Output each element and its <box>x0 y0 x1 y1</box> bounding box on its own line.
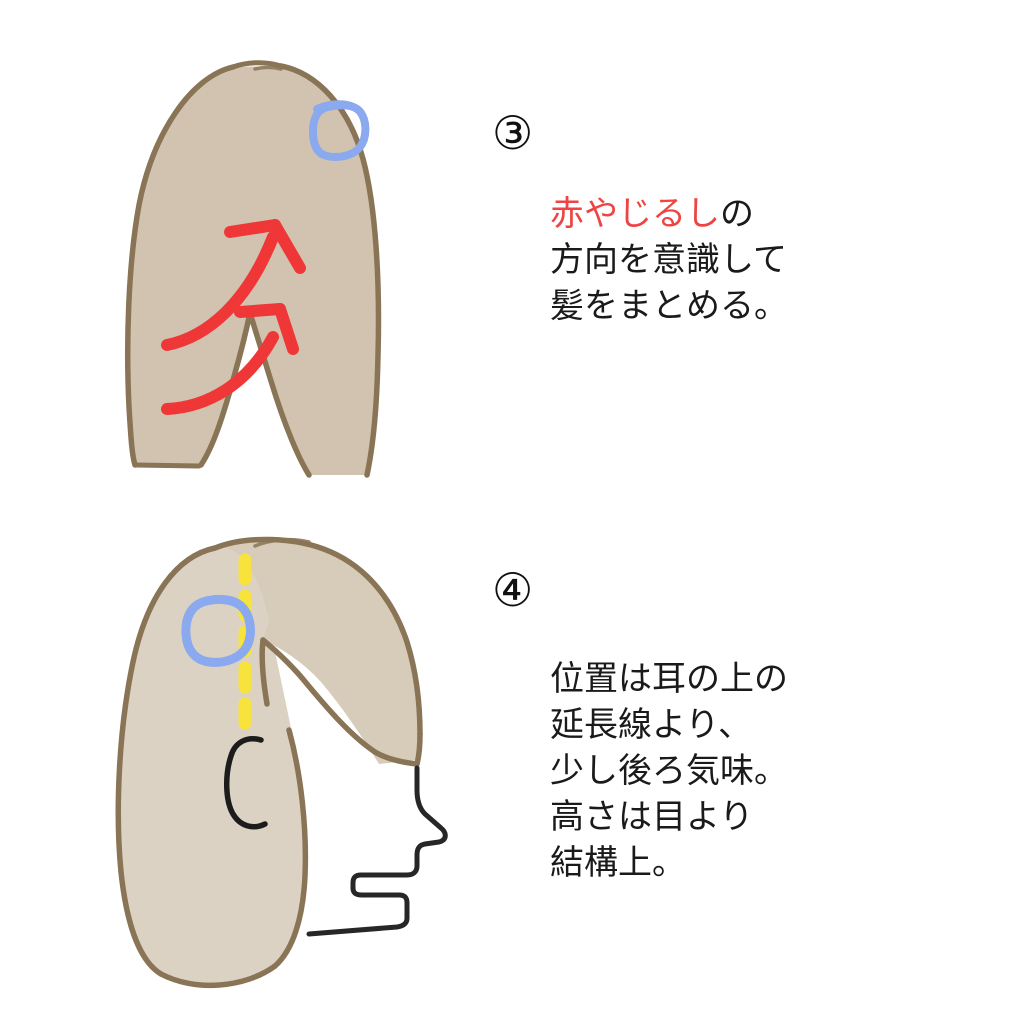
blue-position-marker-icon <box>309 101 370 161</box>
hair-outline-left-lobe-inner <box>198 310 253 468</box>
hair-outline-crown-part-tick <box>253 537 311 548</box>
panel-3-body-text: 赤やじるしの 方向を意識して 髪をまとめる。 <box>550 192 932 330</box>
hair-outline-right-lobe-inner <box>247 310 312 478</box>
hair-shape-bangs <box>263 550 417 764</box>
ear-outline <box>224 736 268 830</box>
crown-part-tick <box>253 65 283 71</box>
panel-4-body-text: 位置は耳の上の 延長線より、 少し後ろ気味。 高さは目より 結構上。 <box>550 657 932 886</box>
panel-3-line1-rest: の <box>720 194 754 234</box>
hair-outline-left-bottom <box>132 462 202 469</box>
back-of-head-illustration <box>95 55 435 505</box>
panel-3-line2: 方向を意識して <box>550 239 787 280</box>
panel-3-red-phrase: 赤やじるし <box>550 194 720 234</box>
hair-outline-bottom-hem <box>158 963 278 989</box>
red-arrow-lower-head-right <box>274 303 299 355</box>
hair-outline-crown <box>230 60 284 70</box>
hair-outline-bang-notch <box>259 637 270 707</box>
red-arrow-upper-head-left <box>224 219 281 238</box>
hair-outline-inner-fall <box>272 727 309 969</box>
blue-marker-overlap-stroke <box>313 100 355 113</box>
back-head-svg <box>124 60 382 478</box>
blue-position-marker-icon <box>181 594 255 667</box>
panel-4-line1: 位置は耳の上の <box>550 659 788 699</box>
red-arrow-lower-shaft <box>161 331 279 415</box>
step-number-4: ④ <box>492 563 534 617</box>
step-number-3: ③ <box>492 106 534 160</box>
side-profile-illustration <box>95 522 495 1022</box>
panel-4-line2: 延長線より、 <box>550 704 752 745</box>
panel-3-line3: 髪をまとめる。 <box>550 285 788 326</box>
panel-step-4: ④ 位置は耳の上の 延長線より、 少し後ろ気味。 高さは目より 結構上。 <box>0 512 1024 1024</box>
hair-outline-crown-top <box>212 536 423 737</box>
side-profile-svg <box>115 536 448 989</box>
panel-4-line4: 高さは目より <box>550 796 754 837</box>
face-profile-outline <box>306 765 448 937</box>
red-arrow-lower-head-left <box>234 303 286 318</box>
panel-4-line5: 結構上。 <box>550 842 686 883</box>
panel-4-text-column: ④ 位置は耳の上の 延長線より、 少し後ろ気味。 高さは目より 結構上。 <box>492 567 932 886</box>
hair-outline-bang-front-edge <box>414 731 423 767</box>
red-arrow-upper-head-right <box>269 219 306 274</box>
hair-outline-back-long <box>115 545 218 977</box>
hair-outline-right <box>278 63 382 478</box>
hair-outline-back <box>124 64 236 468</box>
panel-3-text-column: ③ 赤やじるしの 方向を意識して 髪をまとめる。 <box>492 110 932 330</box>
red-arrow-upper-shaft <box>161 231 279 351</box>
panel-4-line3: 少し後ろ気味。 <box>550 750 788 791</box>
panel-step-3: ③ 赤やじるしの 方向を意識して 髪をまとめる。 <box>95 55 932 505</box>
hair-shape-back-long <box>118 547 307 986</box>
hair-outline-bang-lower-edge <box>260 637 420 767</box>
